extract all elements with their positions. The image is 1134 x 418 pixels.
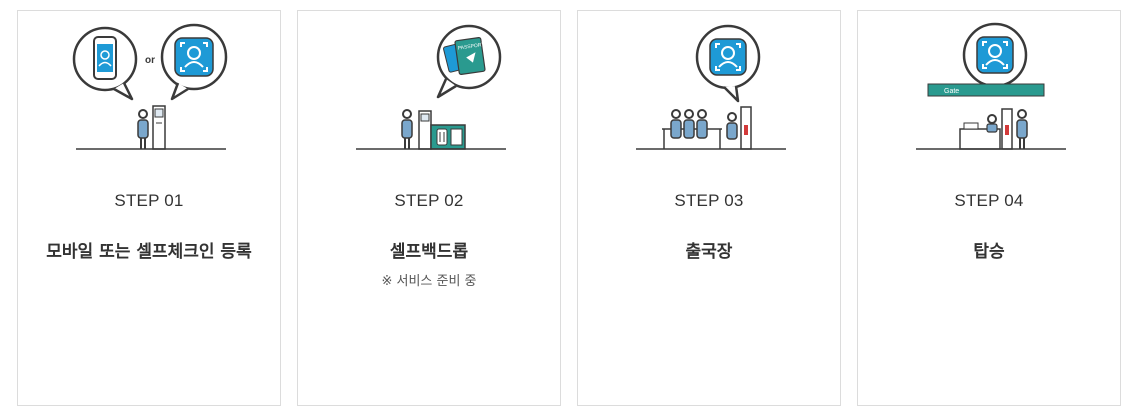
step-number: STEP 01 (114, 191, 184, 210)
departure-hall-illustration (636, 24, 786, 150)
boarding-gate-illustration: Gate (916, 22, 1066, 150)
step-title: 탑승 (973, 242, 1005, 262)
step-title: 셀프백드롭 (389, 242, 469, 262)
self-bag-drop-illustration: PASSPORT (356, 24, 506, 150)
or-label: or (145, 55, 155, 66)
step-card-1: or STEP 01 모바일 또는 셀프체크인 등록 (17, 10, 281, 406)
step-number: STEP 04 (954, 191, 1024, 210)
gate-sign-icon: Gate (927, 83, 1045, 97)
face-scan-icon (695, 24, 761, 103)
gate-label: Gate (944, 88, 959, 95)
step-card-3: STEP 03 출국장 (577, 10, 841, 406)
phone-face-scan-icon (72, 26, 138, 101)
step-number: STEP 02 (394, 191, 464, 210)
face-scan-icon (160, 23, 228, 101)
face-scan-icon (962, 22, 1028, 88)
passport-label: PASSPORT (457, 42, 484, 52)
step-title: 모바일 또는 셀프체크인 등록 (46, 242, 252, 262)
bag-drop-machine-icon (401, 109, 466, 150)
step-title: 출국장 (685, 242, 733, 262)
step-number: STEP 03 (674, 191, 744, 210)
passport-icon: PASSPORT (436, 24, 502, 99)
queue-passengers-icon (662, 106, 752, 150)
boarding-counter-icon (959, 108, 1028, 150)
mobile-or-kiosk-checkin-illustration: or (72, 23, 228, 150)
step-card-4: Gate STEP 04 탑승 (857, 10, 1121, 406)
passenger-at-kiosk-icon (137, 105, 166, 150)
step-card-2: PASSPORT STEP 02 셀프백드롭 ※ 서비스 준비 중 (297, 10, 561, 406)
step-note: ※ 서비스 준비 중 (381, 274, 477, 289)
